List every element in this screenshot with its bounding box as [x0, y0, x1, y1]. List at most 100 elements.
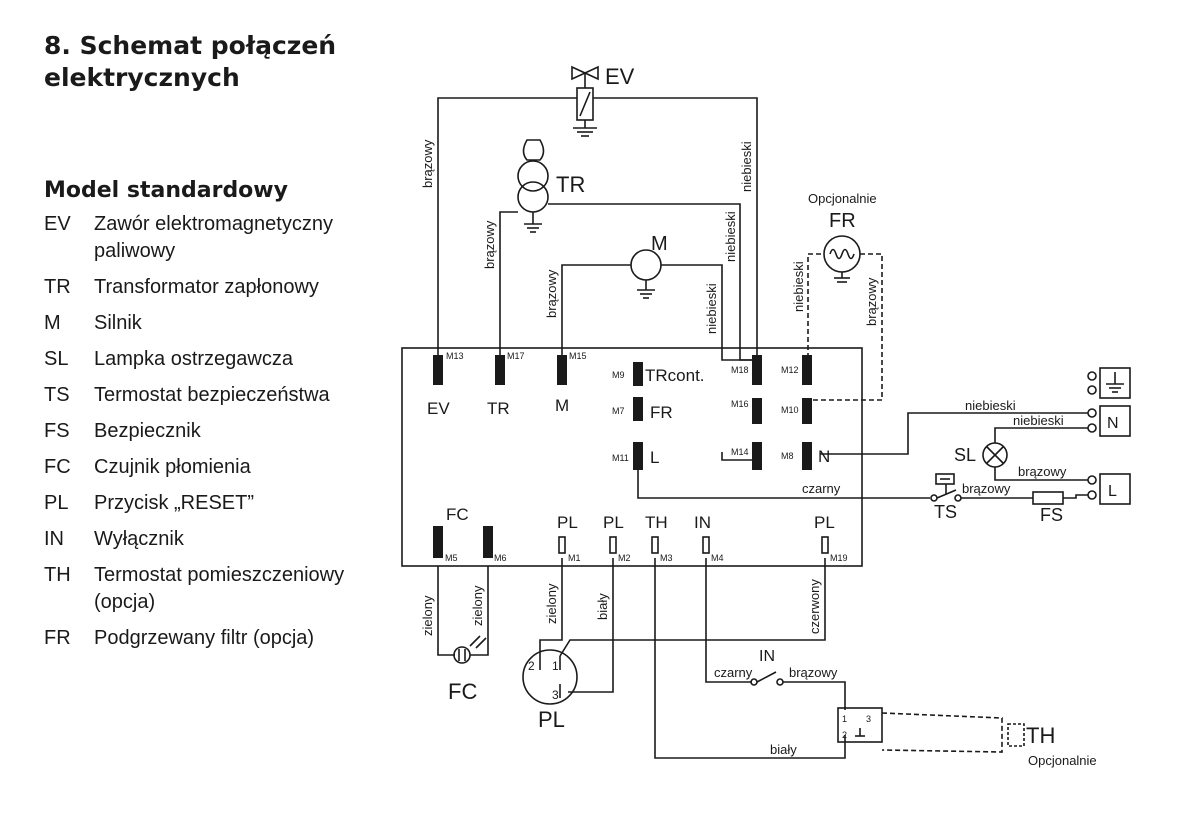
n-terminal [1087, 405, 1131, 437]
wire-label-brazowy: brązowy [864, 277, 879, 326]
legend-item: PL Przycisk „RESET” [44, 490, 384, 517]
legend-desc: Przycisk „RESET” [94, 492, 254, 514]
th-pin-2: 2 [842, 730, 847, 740]
fc-sensor-symbol [453, 635, 487, 664]
wire-fr-blue [807, 253, 824, 358]
terminal-code: M15 [569, 351, 587, 361]
board-label-l: L [650, 448, 659, 467]
legend-desc: Bezpiecznik [94, 420, 201, 442]
wire-th-optional [881, 712, 1003, 753]
wire-label-czarny: czarny [802, 481, 841, 496]
wire-label-niebieski: niebieski [723, 211, 738, 262]
terminal-code: M7 [612, 406, 625, 416]
terminal-code: M3 [660, 553, 673, 563]
legend-code: FC [44, 456, 71, 478]
board-label-pl1: PL [557, 513, 578, 532]
terminal-code: M12 [781, 365, 799, 375]
wire-label-czarny: czarny [714, 665, 753, 680]
legend-item: FS Bezpiecznik [44, 418, 384, 445]
pl-reset-symbol [522, 649, 578, 705]
board-label-m: M [555, 396, 569, 415]
label-pl: PL [538, 707, 565, 732]
wire-fr-brown [808, 253, 883, 401]
legend-desc: Transformator zapłonowy [94, 276, 319, 298]
legend-code: PL [44, 492, 69, 514]
wire-n-blue-2 [994, 427, 1088, 443]
legend-code: TR [44, 276, 71, 298]
legend-code: FS [44, 420, 70, 442]
legend-desc: Czujnik płomienia [94, 456, 251, 478]
legend-desc: Zawór elektromagnetyczny paliwowy [94, 213, 333, 262]
th-pin-1: 1 [842, 714, 847, 724]
title-line-2: elektrycznych [44, 63, 240, 92]
legend-panel: 8. Schemat połączeń elektrycznych Model … [0, 0, 390, 827]
label-fs: FS [1040, 505, 1063, 525]
wire-label-niebieski: niebieski [739, 141, 754, 192]
wire-th-white [654, 558, 846, 759]
label-l-terminal: L [1108, 483, 1117, 500]
label-sl: SL [954, 445, 976, 465]
board-label-fc: FC [446, 505, 469, 524]
board-pins [558, 536, 829, 554]
terminal-code: M11 [612, 453, 629, 463]
label-th-optional: Opcjonalnie [1028, 753, 1097, 768]
legend-code: TH [44, 564, 71, 586]
motor-symbol [630, 249, 662, 299]
ts-thermostat-symbol [930, 473, 962, 502]
wire-label-brazowy: brązowy [1018, 464, 1067, 479]
label-ev: EV [605, 64, 635, 89]
wire-label-brazowy: brązowy [420, 139, 435, 188]
terminal-code: M18 [731, 365, 749, 375]
wire-m14 [721, 452, 757, 461]
wire-pl-white [568, 558, 614, 693]
board-label-trcont: TRcont. [645, 366, 705, 385]
wire-label-czerwony: czerwony [807, 579, 822, 634]
wire-sl-brown [994, 467, 1088, 481]
wire-label-brazowy: brązowy [544, 269, 559, 318]
legend-desc: Silnik [94, 312, 142, 334]
page-title: 8. Schemat połączeń elektrycznych [44, 30, 336, 94]
wire-ev-blue [593, 97, 758, 360]
terminal-code: M19 [830, 553, 848, 563]
terminal-code: M13 [446, 351, 464, 361]
terminal-code: M14 [731, 447, 749, 457]
wire-in-black [705, 558, 752, 683]
label-tr: TR [556, 172, 585, 197]
th-thermostat-symbol [837, 707, 883, 743]
board-label-pl2: PL [603, 513, 624, 532]
terminal-code: M8 [781, 451, 794, 461]
board-label-fr: FR [650, 403, 673, 422]
board-label-th: TH [645, 513, 668, 532]
sl-lamp-symbol [982, 442, 1008, 468]
terminal-code: M5 [445, 553, 458, 563]
label-in: IN [759, 648, 775, 665]
wire-pl-green [539, 558, 563, 656]
wire-label-zielony: zielony [420, 595, 435, 636]
label-ts: TS [934, 502, 957, 522]
wire-ev-brown [437, 97, 577, 360]
board-label-n: N [818, 447, 830, 466]
board-label-ev: EV [427, 399, 450, 418]
terminal-code: M16 [731, 399, 749, 409]
wire-label-brazowy: brązowy [962, 481, 1011, 496]
wire-fs-l [1063, 494, 1088, 499]
label-fc: FC [448, 679, 477, 704]
terminal-code: M1 [568, 553, 581, 563]
wire-label-niebieski: niebieski [704, 283, 719, 334]
terminal-code: M10 [781, 405, 799, 415]
wire-label-brazowy: brązowy [789, 665, 838, 680]
legend-heading: Model standardowy [44, 178, 288, 203]
legend-desc: Termostat bezpieczeństwa [94, 384, 330, 406]
wire-label-niebieski: niebieski [1013, 413, 1064, 428]
wire-n-blue-1 [820, 412, 1088, 455]
control-board [401, 347, 863, 567]
wire-label-niebieski: niebieski [965, 398, 1016, 413]
